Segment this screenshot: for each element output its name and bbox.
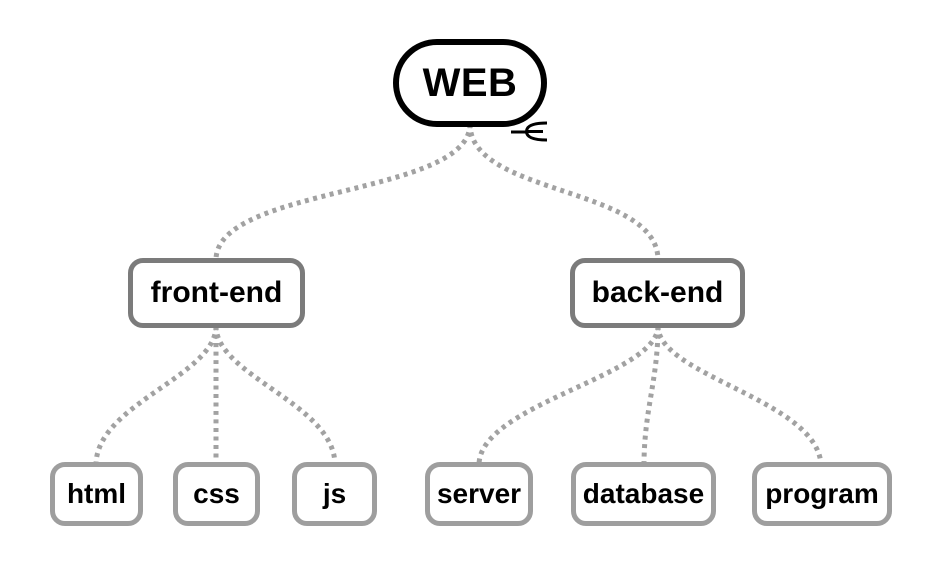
- node-js[interactable]: js: [292, 462, 377, 526]
- node-html-label: html: [66, 478, 127, 509]
- node-web-label: WEB: [422, 60, 518, 105]
- node-program-label: program: [765, 478, 879, 509]
- node-server[interactable]: server: [425, 462, 533, 526]
- collapse-branch-icon[interactable]: [510, 120, 550, 142]
- node-program[interactable]: program: [752, 462, 892, 526]
- node-server-label: server: [436, 478, 522, 509]
- node-database[interactable]: database: [571, 462, 716, 526]
- node-database-label: database: [582, 478, 705, 509]
- node-front-end[interactable]: front-end: [128, 258, 305, 328]
- node-css[interactable]: css: [173, 462, 260, 526]
- node-front-end-label: front-end: [150, 276, 283, 309]
- node-html[interactable]: html: [50, 462, 143, 526]
- node-back-end-label: back-end: [591, 276, 724, 309]
- connector-front-end-js: [213, 325, 338, 466]
- connector-back-end-database: [641, 325, 661, 466]
- node-web[interactable]: WEB: [393, 39, 547, 127]
- connector-back-end-server: [476, 325, 661, 466]
- node-js-label: js: [322, 478, 347, 509]
- node-back-end[interactable]: back-end: [570, 258, 745, 328]
- connector-web-front-end: [213, 123, 473, 261]
- connector-front-end-html: [93, 325, 219, 466]
- connector-web-back-end: [467, 123, 661, 261]
- node-css-label: css: [193, 478, 240, 509]
- connector-back-end-program: [655, 325, 824, 466]
